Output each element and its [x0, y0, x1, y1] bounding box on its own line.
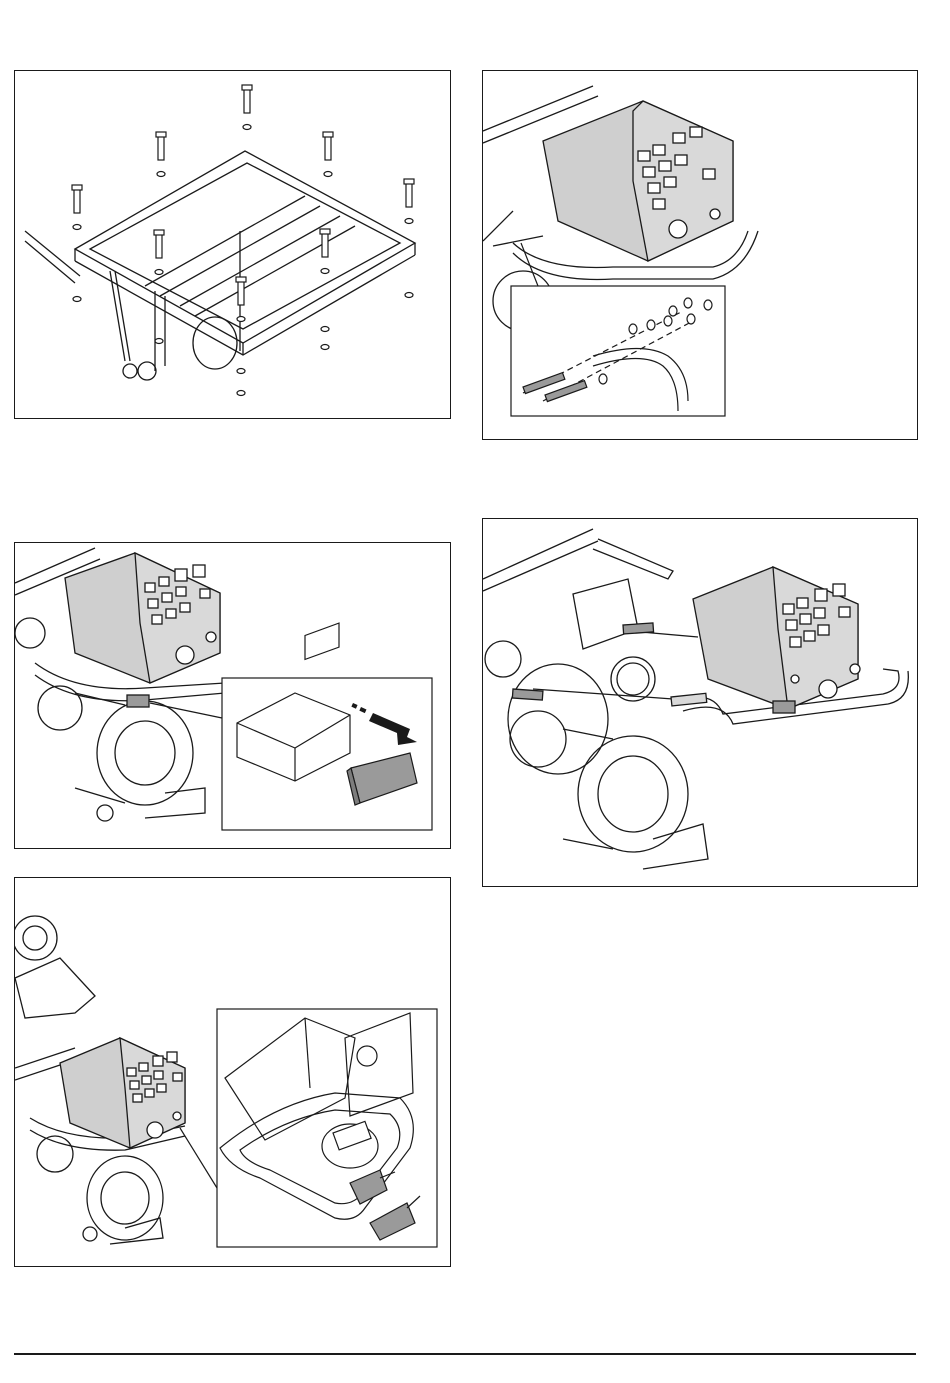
- control-box-rails-illustration: [483, 519, 917, 886]
- handle-mounting-illustration: [483, 71, 917, 439]
- footer-rule: [14, 1353, 916, 1355]
- plug-connection-illustration: [15, 878, 450, 1266]
- figure-plug-connection: [14, 877, 451, 1267]
- connector-removal-illustration: [15, 543, 450, 848]
- figure-frame-bolts: [14, 70, 451, 419]
- figure-handle-mounting: [482, 70, 918, 440]
- figure-connector-removal: [14, 542, 451, 849]
- figure-control-box-rails: [482, 518, 918, 887]
- frame-bolts-illustration: [15, 71, 450, 418]
